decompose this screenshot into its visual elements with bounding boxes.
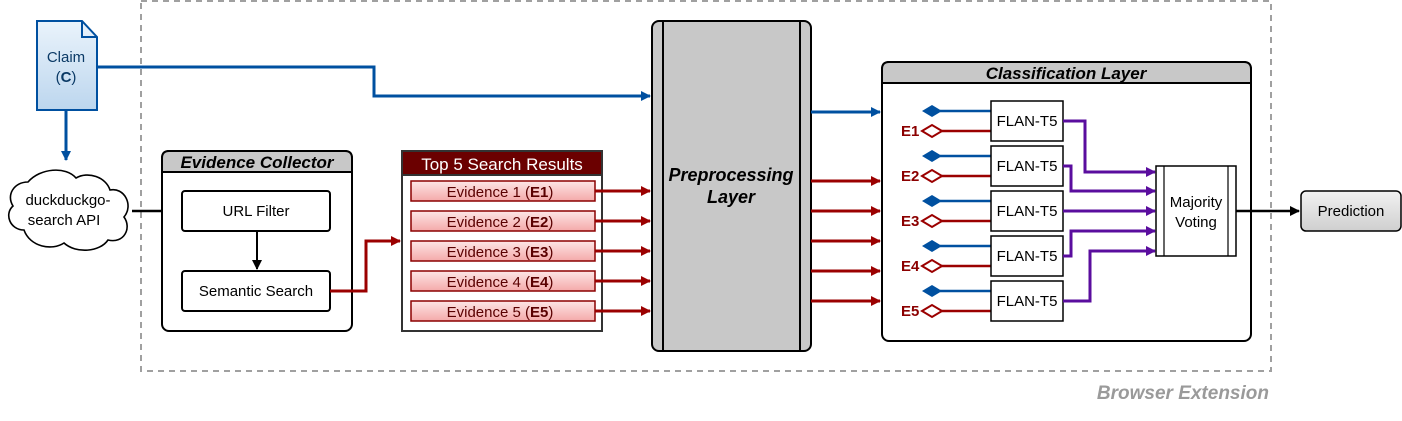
top5-title: Top 5 Search Results [421,155,583,174]
svg-text:Evidence 5 (E5): Evidence 5 (E5) [447,304,554,321]
evidence-item: Evidence 3 (E3) [410,240,596,262]
majority-voting-box: Majority Voting [1155,165,1237,257]
browser-extension-boundary [140,0,1272,372]
search-api-label-2: search API [28,212,101,229]
svg-text:FLAN-T5: FLAN-T5 [997,248,1058,265]
preprocessing-label-1: Preprocessing [668,165,793,185]
svg-text:Evidence 2 (E2): Evidence 2 (E2) [447,214,554,231]
prediction-label: Prediction [1318,203,1385,220]
url-filter-label: URL Filter [223,203,290,220]
evidence-to-preprocessing-arrows [595,186,651,316]
evidence-item: Evidence 5 (E5) [410,300,596,322]
evidence-label-e4: E4 [901,258,920,275]
claim-to-preprocessing-arrow [97,65,651,101]
svg-text:Evidence 4 (E4): Evidence 4 (E4) [447,274,554,291]
preprocessing-label-2: Layer [707,187,756,207]
svg-text:Evidence 1 (E1): Evidence 1 (E1) [447,184,554,201]
svg-text:FLAN-T5: FLAN-T5 [997,203,1058,220]
svg-text:FLAN-T5: FLAN-T5 [997,113,1058,130]
evidence-collector: Evidence Collector URL Filter Semantic S… [161,150,353,332]
browser-extension-label: Browser Extension [1097,383,1269,404]
cloud-icon [8,169,129,251]
evidence-label-e2: E2 [901,168,919,185]
flan-t5-box [990,145,1064,187]
claim-symbol: (C) [56,69,77,86]
classifier-row-4: E4 FLAN-T5 [901,235,1064,277]
classifier-row-2: E2 FLAN-T5 [901,145,1064,187]
classification-layer: Classification Layer E1 FLAN-T5 E2 FLAN-… [881,61,1252,342]
flan-t5-box [990,190,1064,232]
semantic-to-top5-arrow [330,236,401,293]
evidence-item: Evidence 4 (E4) [410,270,596,292]
preprocessing-evidence-arrows [811,176,881,306]
classifier-row-3: E3 FLAN-T5 [901,190,1064,232]
search-api-label-1: duckduckgo- [25,192,110,209]
classification-title: Classification Layer [986,64,1148,83]
svg-text:Majority: Majority [1170,194,1223,211]
prediction-node: Prediction [1300,190,1402,232]
evidence-label-e1: E1 [901,123,919,140]
svg-text:Voting: Voting [1175,214,1217,231]
evidence-item: Evidence 2 (E2) [410,210,596,232]
evidence-collector-title: Evidence Collector [180,153,334,172]
document-icon [36,20,98,111]
evidence-label-e5: E5 [901,303,919,320]
evidence-label-e3: E3 [901,213,919,230]
classifier-row-5: E5 FLAN-T5 [901,280,1064,322]
claim-label: Claim [47,49,85,66]
evidence-item: Evidence 1 (E1) [410,180,596,202]
search-api-cloud: duckduckgo- search API [8,169,129,251]
claim-node: Claim (C) [36,20,98,111]
classifier-row-1: E1 FLAN-T5 [901,100,1064,142]
svg-text:Evidence 3 (E3): Evidence 3 (E3) [447,244,554,261]
semantic-search-label: Semantic Search [199,283,313,300]
svg-text:FLAN-T5: FLAN-T5 [997,293,1058,310]
preprocessing-layer: Preprocessing Layer [651,20,812,352]
flan-t5-box [990,235,1064,277]
svg-text:FLAN-T5: FLAN-T5 [997,158,1058,175]
top5-results: Top 5 Search Results Evidence 1 (E1) Evi… [401,150,603,332]
flan-to-voting-arrows [1063,119,1156,303]
